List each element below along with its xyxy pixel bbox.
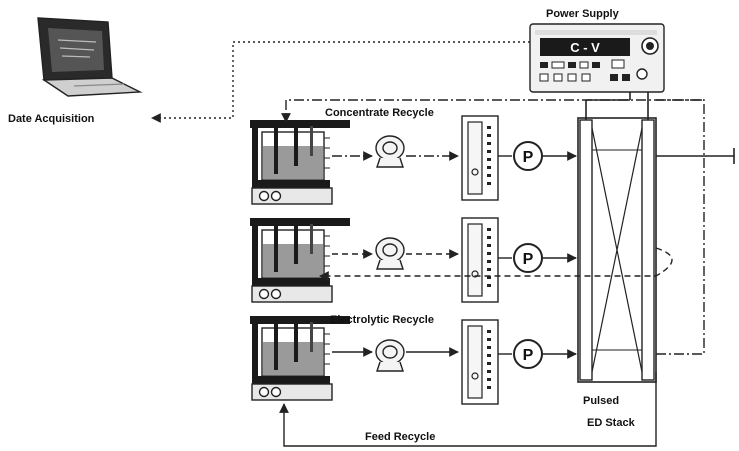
concentrate-flowmeter bbox=[375, 135, 405, 168]
ed-stack-label: ED Stack bbox=[587, 417, 636, 429]
electrolyte-beaker bbox=[249, 217, 351, 303]
electrolytic-recycle-label: Electrolytic Recycle bbox=[330, 314, 434, 326]
electrolyte-flowmeter bbox=[375, 237, 405, 270]
ed-stack bbox=[577, 92, 657, 383]
concentrate-beaker bbox=[249, 119, 351, 205]
concentrate-recycle-label: Concentrate Recycle bbox=[325, 107, 434, 119]
power-supply-display: C - V bbox=[570, 40, 600, 55]
data-acquisition-label: Date Acquisition bbox=[8, 113, 95, 125]
power-supply-label: Power Supply bbox=[546, 8, 620, 20]
pump-label: P bbox=[523, 251, 534, 268]
pulsed-label: Pulsed bbox=[583, 395, 619, 407]
concentrate-pump: P bbox=[513, 141, 543, 171]
power-supply-unit: C - V bbox=[529, 23, 665, 93]
feed-beaker bbox=[249, 315, 351, 401]
feed-meter bbox=[461, 319, 499, 405]
feed-recycle-label: Feed Recycle bbox=[365, 431, 435, 443]
electrolyte-meter bbox=[461, 217, 499, 303]
electrolyte-pump: P bbox=[513, 243, 543, 273]
concentrate-meter bbox=[461, 115, 499, 201]
feed-flowmeter bbox=[375, 339, 405, 372]
laptop-icon bbox=[37, 17, 143, 97]
pump-label: P bbox=[523, 149, 534, 166]
feed-pump: P bbox=[513, 339, 543, 369]
pump-label: P bbox=[523, 347, 534, 364]
